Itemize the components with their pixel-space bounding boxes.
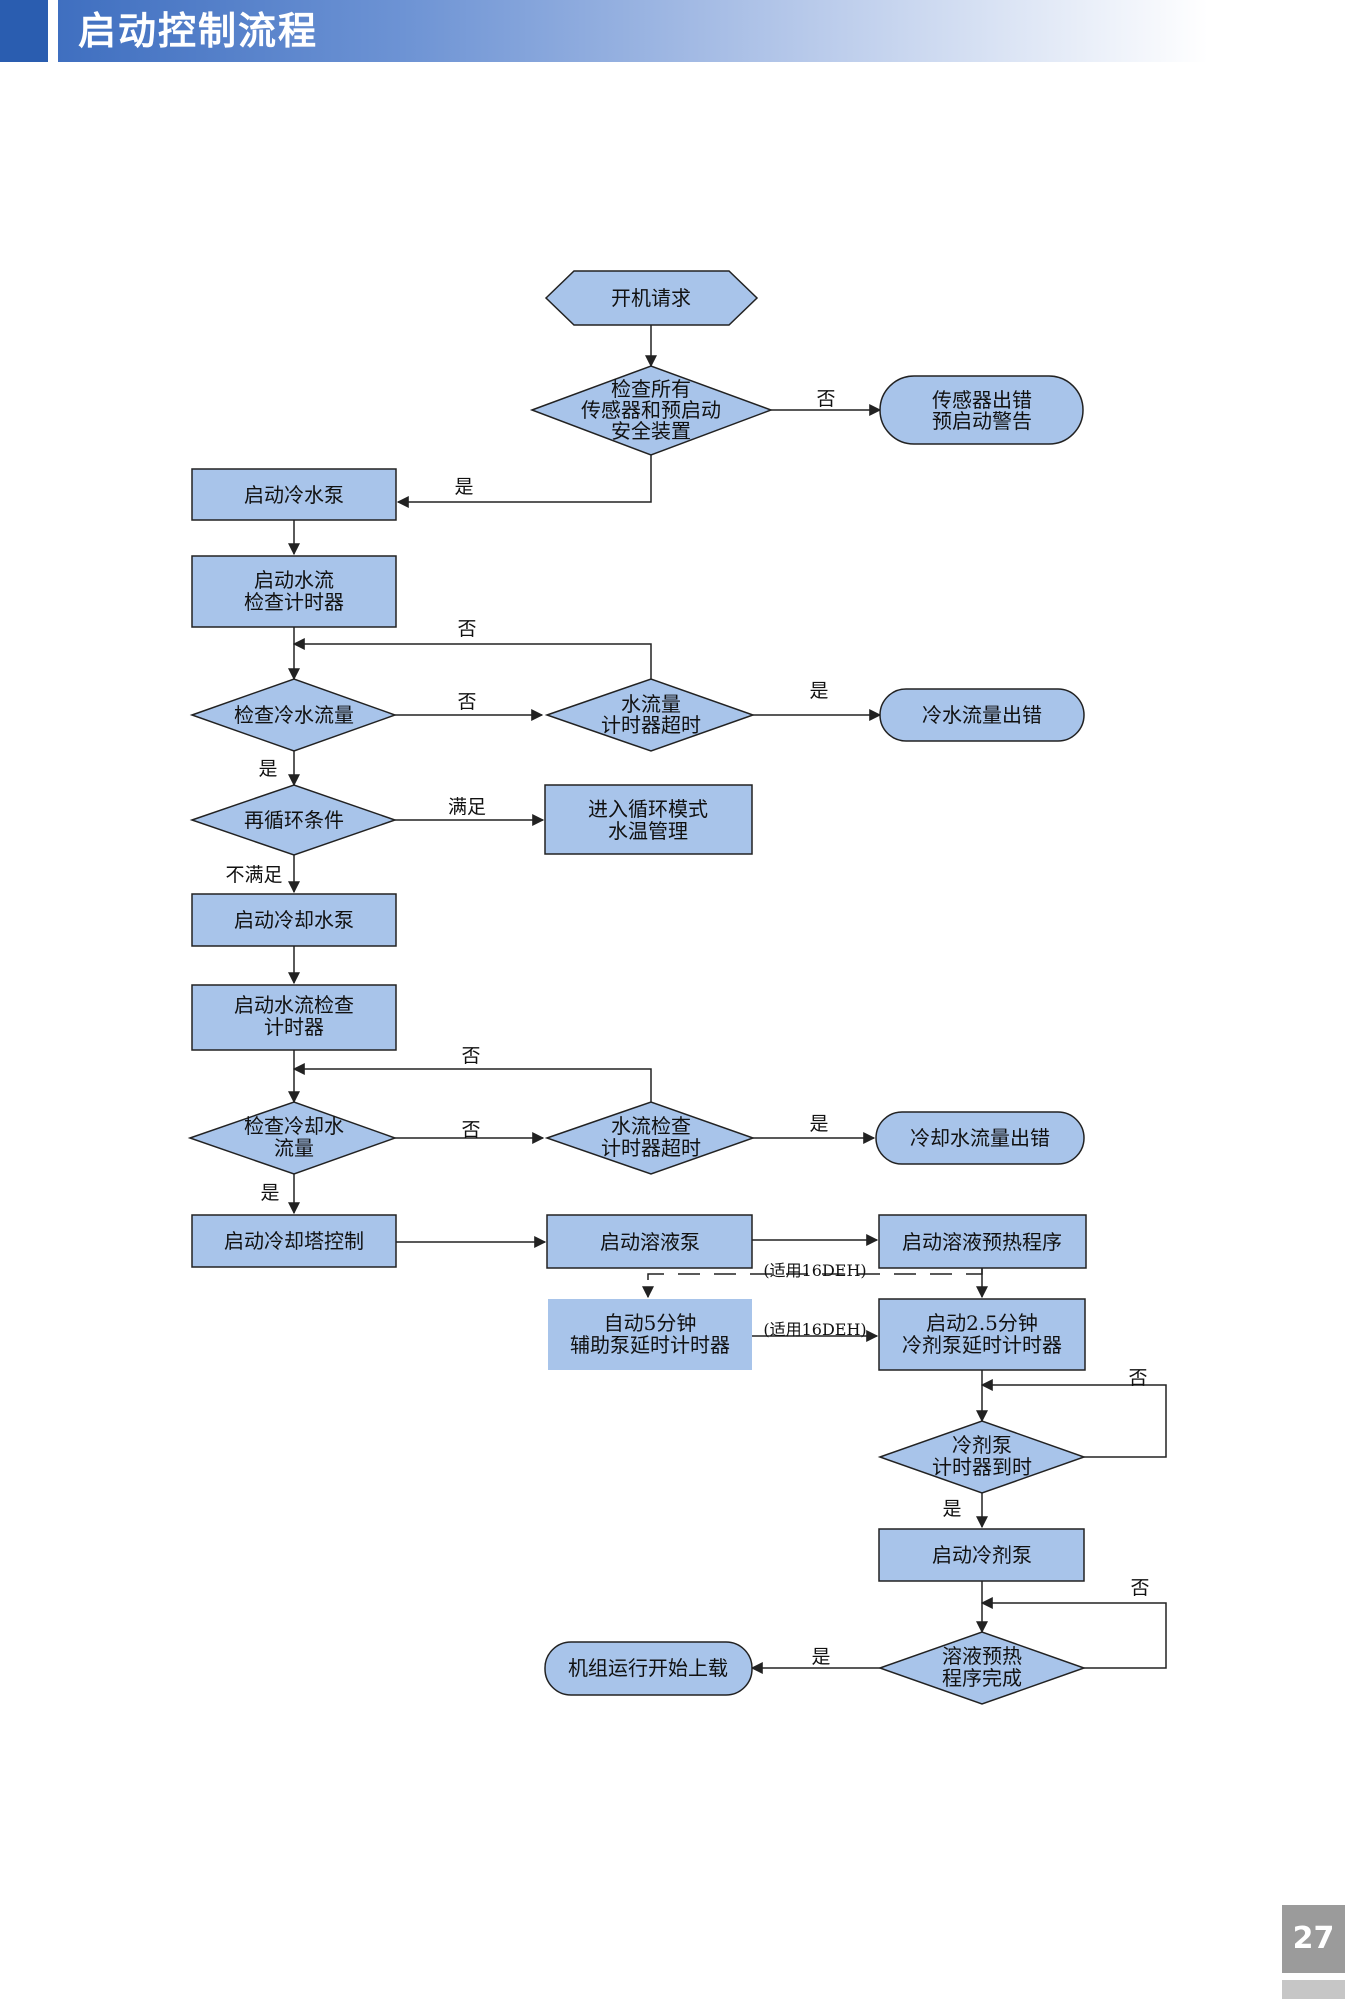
- sensor-error-label-2: 预启动警告: [932, 409, 1032, 433]
- edge-complete-loop-back: [980, 1597, 1167, 1669]
- edge-labels: 否 是 否 否 是 是 满足 不满足 否 否 是 是 (适用16DEH) (适用…: [225, 388, 1149, 1668]
- aux-pump-timer-label-2: 辅助泵延时计时器: [570, 1333, 730, 1357]
- preheat-complete-label-1: 溶液预热: [942, 1644, 1022, 1668]
- preheat-complete-label-2: 程序完成: [942, 1666, 1022, 1690]
- check-cooling-flow-label-1: 检查冷却水: [244, 1114, 344, 1138]
- refrigerant-timer-box: [878, 1298, 1086, 1371]
- edges: [288, 325, 1167, 1674]
- flow-timer-timeout-decision: [544, 678, 756, 752]
- tower-control-box: [191, 1214, 397, 1268]
- label-yes-cooling-flow: 是: [260, 1182, 279, 1204]
- header-gradient-bar: [58, 0, 1208, 62]
- edge-due-loop-back: [980, 1379, 1167, 1458]
- flow-timer-timeout-label-1: 水流量: [621, 692, 681, 716]
- label-yes-timeout2: 是: [809, 1113, 828, 1135]
- check-sensors-label-2: 传感器和预启动: [581, 398, 721, 422]
- start-refrigerant-pump-box: [878, 1528, 1085, 1582]
- start-flow-timer-label-2: 检查计时器: [244, 590, 344, 614]
- label-no-loop2: 否: [461, 1045, 480, 1067]
- tower-control-label: 启动冷却塔控制: [224, 1229, 364, 1253]
- header-accent-block: [0, 0, 48, 62]
- label-applies-16deh-2: (适用16DEH): [763, 1320, 866, 1339]
- label-yes-timeout1: 是: [809, 680, 828, 702]
- refrigerant-timer-due-decision: [877, 1420, 1087, 1494]
- recirc-condition-decision: [189, 784, 398, 856]
- label-not-satisfied: 不满足: [225, 864, 282, 886]
- check-cooling-flow-decision: [187, 1101, 398, 1175]
- node-labels: 开机请求 检查所有 传感器和预启动 安全装置 传感器出错 预启动警告 启动冷水泵…: [224, 286, 1062, 1690]
- label-no-chilled-flow: 否: [457, 691, 476, 713]
- start-cooling-pump-label: 启动冷却水泵: [234, 908, 354, 932]
- refrigerant-timer-label-2: 冷剂泵延时计时器: [902, 1333, 1062, 1357]
- edge-check-to-chilled-pump: [396, 455, 652, 508]
- start-flow-timer2-label-1: 启动水流检查: [234, 993, 354, 1017]
- page-header: 启动控制流程: [0, 0, 1345, 62]
- start-flow-timer-box: [191, 555, 397, 628]
- start-flow-timer-label-1: 启动水流: [254, 568, 334, 592]
- preheat-program-label: 启动溶液预热程序: [902, 1230, 1062, 1254]
- label-applies-16deh-1: (适用16DEH): [763, 1261, 866, 1280]
- sensor-error-label-1: 传感器出错: [932, 388, 1032, 412]
- label-yes-sensors: 是: [454, 476, 473, 498]
- cooling-timer-timeout-label-2: 计时器超时: [601, 1136, 701, 1160]
- aux-pump-timer-box: [548, 1299, 752, 1370]
- solution-pump-label: 启动溶液泵: [600, 1230, 700, 1254]
- cooling-timer-timeout-label-1: 水流检查: [611, 1114, 691, 1138]
- sensor-error-terminal: [879, 375, 1084, 445]
- aux-pump-timer-label-1: 自动5分钟: [604, 1311, 697, 1335]
- page-title: 启动控制流程: [78, 9, 319, 53]
- label-no-refrigerant-due: 否: [1128, 1367, 1147, 1389]
- start-flow-timer2-box: [191, 984, 397, 1051]
- recirc-mode-label-2: 水温管理: [608, 819, 688, 843]
- preheat-complete-decision: [877, 1631, 1087, 1705]
- start-cooling-pump-box: [191, 893, 397, 947]
- refrigerant-timer-label-1: 启动2.5分钟: [926, 1311, 1038, 1335]
- solution-pump-box: [546, 1214, 753, 1269]
- cooling-timer-timeout-decision: [544, 1101, 756, 1175]
- chilled-flow-error-terminal: [879, 688, 1085, 742]
- cooling-flow-error-label: 冷却水流量出错: [910, 1126, 1050, 1150]
- label-yes-preheat-complete: 是: [811, 1646, 830, 1668]
- check-sensors-label-3: 安全装置: [611, 419, 691, 443]
- start-refrigerant-pump-label: 启动冷剂泵: [932, 1543, 1032, 1567]
- page-number: 27: [1282, 1905, 1345, 1973]
- label-yes-chilled-flow: 是: [258, 758, 277, 780]
- run-load-label: 机组运行开始上载: [568, 1656, 728, 1680]
- cooling-flow-error-terminal: [875, 1111, 1085, 1165]
- chilled-flow-error-label: 冷水流量出错: [922, 703, 1042, 727]
- check-sensors-label-1: 检查所有: [611, 377, 691, 401]
- label-satisfied: 满足: [448, 796, 486, 818]
- refrigerant-timer-due-label-1: 冷剂泵: [952, 1433, 1012, 1457]
- start-flow-timer2-label-2: 计时器: [264, 1015, 324, 1039]
- start-chilled-pump-box: [191, 468, 397, 521]
- flow-timer-timeout-label-2: 计时器超时: [601, 713, 701, 737]
- check-cooling-flow-label-2: 流量: [274, 1136, 314, 1160]
- label-no-preheat-complete: 否: [1130, 1577, 1149, 1599]
- recirc-mode-box: [544, 784, 753, 855]
- refrigerant-timer-due-label-2: 计时器到时: [932, 1455, 1032, 1479]
- check-sensors-decision: [529, 365, 774, 456]
- edge-timeout-loop-back: [292, 638, 652, 679]
- check-chilled-flow-decision: [189, 678, 398, 752]
- run-load-terminal: [544, 1641, 753, 1696]
- label-no-cooling-flow: 否: [461, 1119, 480, 1141]
- label-no-loop1: 否: [457, 618, 476, 640]
- recirc-condition-label: 再循环条件: [244, 808, 344, 832]
- nodes: [187, 270, 1087, 1705]
- label-yes-refrigerant-due: 是: [942, 1498, 961, 1520]
- check-chilled-flow-label: 检查冷水流量: [234, 703, 354, 727]
- start-chilled-pump-label: 启动冷水泵: [244, 483, 344, 507]
- edge-cooling-timeout-loop-back: [292, 1063, 652, 1102]
- recirc-mode-label-1: 进入循环模式: [588, 797, 708, 821]
- label-no-sensors: 否: [816, 388, 835, 410]
- start-label: 开机请求: [611, 286, 691, 310]
- page-number-strip: [1282, 1980, 1345, 1999]
- preheat-program-box: [878, 1214, 1087, 1269]
- start-node-shape: [544, 270, 759, 326]
